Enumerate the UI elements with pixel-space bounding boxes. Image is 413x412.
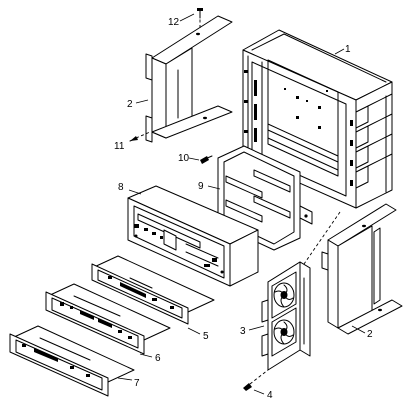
callout-part-7: 7 (134, 378, 140, 389)
callout-part-2-left: 2 (127, 99, 133, 110)
callout-part-1: 1 (345, 44, 351, 55)
callout-part-8: 8 (118, 182, 124, 193)
screw-12 (197, 8, 203, 30)
callout-part-9: 9 (198, 181, 204, 192)
callout-part-10: 10 (178, 153, 190, 164)
callout-part-12: 12 (168, 17, 180, 28)
drive-bezel-5 (91, 255, 215, 325)
screw-10 (200, 155, 213, 164)
callout-part-2-right: 2 (367, 329, 373, 340)
callout-part-6: 6 (155, 353, 161, 364)
side-bracket-right (321, 203, 403, 335)
screw-11 (129, 131, 151, 142)
fan-screw-4 (243, 369, 269, 391)
drive-bezel-7 (9, 325, 135, 397)
side-bracket-left (145, 15, 233, 143)
callout-part-5: 5 (203, 331, 209, 342)
fan-assembly (261, 261, 311, 371)
callout-part-11: 11 (114, 141, 125, 152)
callout-part-4: 4 (267, 390, 273, 401)
callout-part-3: 3 (240, 326, 246, 337)
drive-bezel-6 (45, 283, 171, 355)
drive-unit (127, 185, 259, 287)
